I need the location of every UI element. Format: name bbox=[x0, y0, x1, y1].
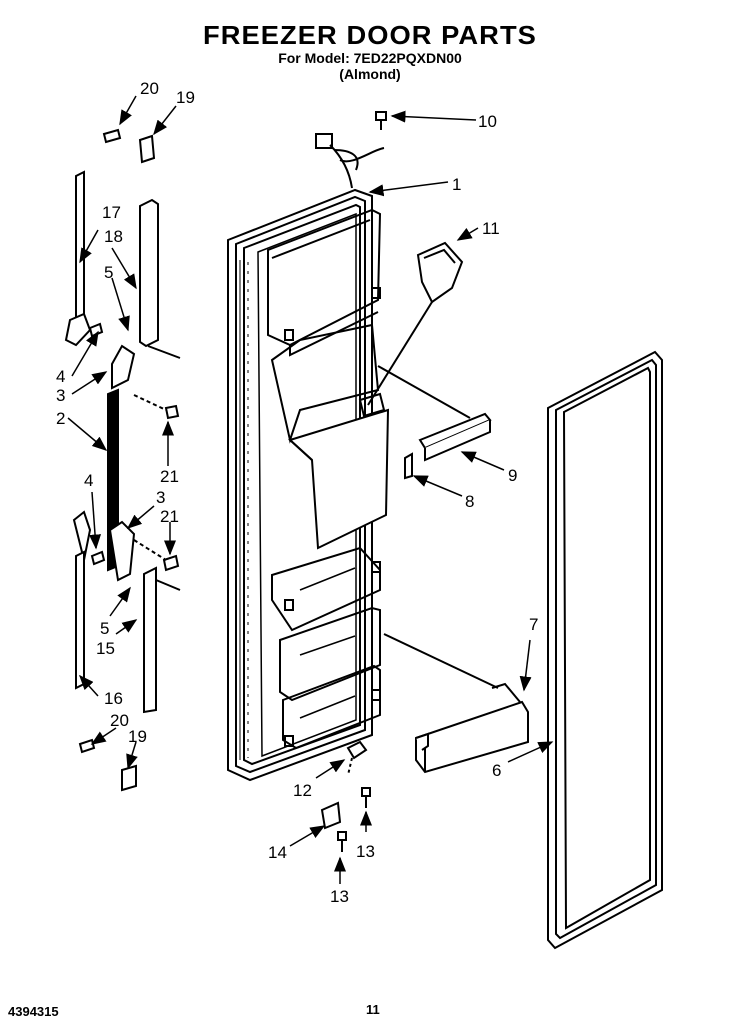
document-number: 4394315 bbox=[8, 1004, 59, 1019]
shelf-7 bbox=[383, 633, 529, 774]
bracket-8 bbox=[404, 452, 413, 480]
gasket-6 bbox=[547, 350, 663, 950]
callout-21b: 21 bbox=[160, 507, 179, 526]
callout-18: 18 bbox=[104, 227, 123, 246]
leader-lines bbox=[67, 95, 554, 884]
callout-20b: 20 bbox=[110, 711, 129, 730]
color-name: (Almond) bbox=[339, 66, 401, 82]
callout-19b: 19 bbox=[128, 727, 147, 746]
callout-16: 16 bbox=[104, 689, 123, 708]
page-number: 11 bbox=[366, 1002, 380, 1017]
callout-5a: 5 bbox=[104, 263, 113, 282]
callout-4a: 4 bbox=[56, 367, 65, 386]
callout-11: 11 bbox=[482, 219, 500, 238]
hinge-parts bbox=[320, 740, 371, 852]
callout-9: 9 bbox=[508, 466, 517, 485]
page-title: FREEZER DOOR PARTS bbox=[203, 20, 537, 50]
callout-2: 2 bbox=[56, 409, 65, 428]
callout-3b: 3 bbox=[156, 488, 165, 507]
callout-6: 6 bbox=[492, 761, 501, 780]
screw-10 bbox=[375, 111, 387, 130]
callout-14: 14 bbox=[268, 843, 287, 862]
callout-20a: 20 bbox=[140, 79, 159, 98]
callout-12: 12 bbox=[293, 781, 312, 800]
callout-19a: 19 bbox=[176, 88, 195, 107]
callout-8: 8 bbox=[465, 492, 474, 511]
left-hardware bbox=[64, 128, 181, 792]
retainer-9 bbox=[377, 365, 492, 462]
callout-labels: 1 10 11 9 8 7 6 12 13 14 13 20 19 17 18 … bbox=[56, 79, 538, 906]
callout-1: 1 bbox=[452, 175, 461, 194]
callout-13b: 13 bbox=[330, 887, 349, 906]
callout-13a: 13 bbox=[356, 842, 375, 861]
door-assembly bbox=[227, 188, 390, 782]
callout-5b: 5 bbox=[100, 619, 109, 638]
callout-7: 7 bbox=[529, 615, 538, 634]
callout-10: 10 bbox=[478, 112, 497, 131]
model-number: For Model: 7ED22PQXDN00 bbox=[278, 50, 462, 66]
wire-harness bbox=[315, 133, 385, 189]
callout-4b: 4 bbox=[84, 471, 93, 490]
chute-11 bbox=[367, 241, 464, 406]
callout-15: 15 bbox=[96, 639, 115, 658]
callout-17: 17 bbox=[102, 203, 121, 222]
callout-21a: 21 bbox=[160, 467, 179, 486]
callout-3a: 3 bbox=[56, 386, 65, 405]
